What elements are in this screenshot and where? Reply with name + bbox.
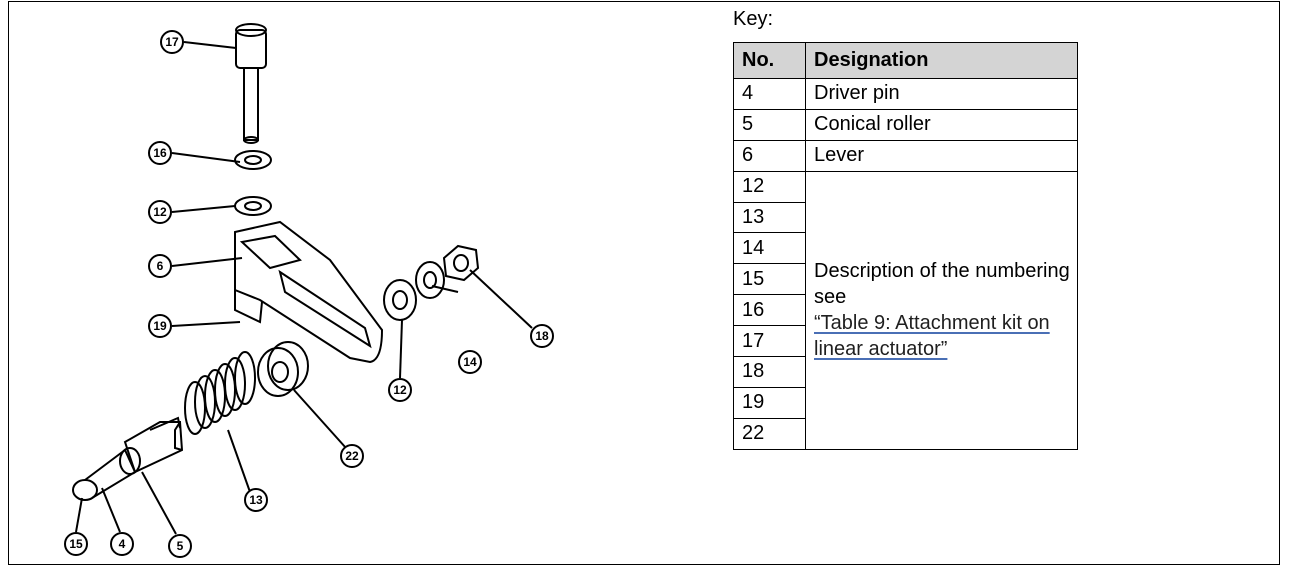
row-no: 12 <box>733 170 806 203</box>
table-row: 13 <box>733 201 1078 234</box>
callout-15: 15 <box>64 532 88 556</box>
row-no: 13 <box>733 201 806 234</box>
row-designation: Lever <box>805 139 1078 172</box>
callout-4: 4 <box>110 532 134 556</box>
hex-nut <box>442 244 480 282</box>
svg-text:18: 18 <box>535 329 549 343</box>
row-no: 4 <box>733 78 806 110</box>
svg-text:12: 12 <box>153 205 167 219</box>
exploded-view-drawing: 17 16 12 6 19 12 14 18 22 13 15 4 5 <box>64 23 554 558</box>
key-table: No. Designation 4 Driver pin 5 Conical r… <box>733 42 1078 450</box>
svg-text:6: 6 <box>157 259 164 273</box>
table-reference-link[interactable]: “Table 9: Attachment kit on linear actua… <box>814 312 1050 361</box>
figure-frame <box>8 1 1280 565</box>
merged-description: Description of the numbering see “Table … <box>805 170 1078 450</box>
row-no: 14 <box>733 232 806 265</box>
svg-text:19: 19 <box>153 319 167 333</box>
svg-text:5: 5 <box>177 539 184 553</box>
row-no: 19 <box>733 386 806 419</box>
callout-22: 22 <box>340 444 364 468</box>
row-designation: Driver pin <box>805 78 1078 110</box>
row-no: 18 <box>733 356 806 388</box>
lock-washer <box>415 261 445 299</box>
header-no: No. <box>733 42 806 79</box>
callout-6: 6 <box>148 254 172 278</box>
callout-14: 14 <box>458 350 482 374</box>
table-row: 18 <box>733 356 1078 388</box>
svg-text:15: 15 <box>69 537 83 551</box>
row-designation: Conical roller <box>805 108 1078 141</box>
washer-right <box>383 279 417 321</box>
washer-top <box>234 196 272 216</box>
table-row: 22 <box>733 417 1078 450</box>
callout-5: 5 <box>168 534 192 558</box>
screw-part <box>235 23 267 144</box>
svg-text:22: 22 <box>345 449 359 463</box>
svg-text:4: 4 <box>119 537 126 551</box>
callout-12b: 12 <box>388 378 412 402</box>
callout-16: 16 <box>148 141 172 165</box>
table-row: 14 <box>733 232 1078 265</box>
row-no: 6 <box>733 139 806 172</box>
callout-18: 18 <box>530 324 554 348</box>
callout-19: 19 <box>148 314 172 338</box>
svg-text:14: 14 <box>463 355 477 369</box>
roller-part <box>267 341 309 391</box>
callout-12: 12 <box>148 200 172 224</box>
table-row: 5 Conical roller <box>733 108 1078 141</box>
row-no: 15 <box>733 263 806 296</box>
key-label: Key: <box>733 8 774 30</box>
callout-13: 13 <box>244 488 268 512</box>
table-row: 17 <box>733 325 1078 358</box>
row-no: 17 <box>733 325 806 358</box>
table-header-row: No. Designation <box>733 42 1078 79</box>
description-text: Description of the numbering see <box>814 260 1070 309</box>
svg-text:17: 17 <box>165 35 179 49</box>
spring-washer <box>234 150 272 170</box>
table-row: 12 Description of the numbering see “Tab… <box>733 170 1078 450</box>
callout-17: 17 <box>160 30 184 54</box>
svg-text:12: 12 <box>393 383 407 397</box>
driver-pin-part <box>72 416 184 501</box>
lever-part <box>234 220 384 364</box>
svg-text:13: 13 <box>249 493 263 507</box>
row-no: 5 <box>733 108 806 141</box>
table-row: 15 <box>733 263 1078 296</box>
row-no: 16 <box>733 294 806 327</box>
header-designation: Designation <box>805 42 1078 79</box>
table-row: 16 <box>733 294 1078 327</box>
table-row: 19 <box>733 386 1078 419</box>
table-row: 6 Lever <box>733 139 1078 172</box>
table-row: 4 Driver pin <box>733 78 1078 110</box>
row-no: 22 <box>733 417 806 450</box>
svg-text:16: 16 <box>153 146 167 160</box>
spring-part <box>184 351 256 435</box>
